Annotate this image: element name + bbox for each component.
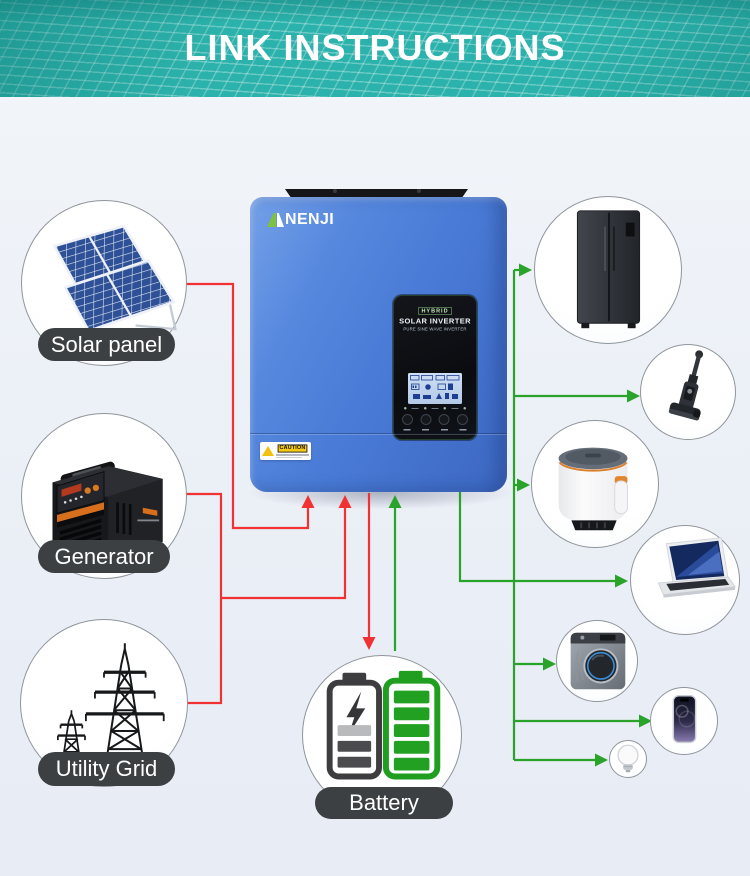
case-seam bbox=[250, 433, 507, 435]
warning-triangle-icon bbox=[262, 446, 274, 456]
solar-panel-label-text: Solar panel bbox=[50, 331, 163, 357]
battery-label-text: Battery bbox=[349, 790, 419, 815]
caution-label: CAUTION bbox=[277, 444, 308, 453]
caution-sticker: CAUTION bbox=[260, 442, 311, 460]
page-title: LINK INSTRUCTIONS bbox=[184, 27, 566, 68]
solar-panel-icon bbox=[52, 224, 177, 343]
vacuum-cleaner-icon bbox=[668, 350, 704, 421]
node-vacuum-cleaner bbox=[640, 344, 736, 440]
lcd-screen bbox=[408, 373, 462, 404]
washing-machine-icon bbox=[570, 632, 626, 690]
button-labels bbox=[402, 429, 468, 431]
label-generator: Generator bbox=[38, 540, 170, 573]
bracket-screw-icon bbox=[417, 189, 421, 193]
label-battery: Battery bbox=[315, 787, 453, 819]
mount-bracket bbox=[285, 189, 468, 197]
panel-buttons bbox=[402, 414, 468, 425]
smartphone-icon bbox=[672, 695, 697, 744]
hybrid-badge: HYBRID bbox=[418, 307, 452, 315]
inverter-unit: NENJI HYBRID SOLAR INVERTER PURE SINE WA… bbox=[250, 187, 507, 492]
refrigerator-icon bbox=[576, 210, 641, 329]
utility-grid-label-text: Utility Grid bbox=[55, 756, 158, 781]
header-banner: LINK INSTRUCTIONS bbox=[0, 0, 750, 97]
utility-grid-icon bbox=[56, 643, 165, 765]
generator-label-text: Generator bbox=[54, 543, 154, 569]
brand-text: NENJI bbox=[285, 211, 335, 228]
lcd-graphics-icon bbox=[410, 375, 460, 399]
anenji-logo: NENJI bbox=[267, 211, 334, 229]
node-washing-machine bbox=[556, 620, 638, 702]
display-panel: HYBRID SOLAR INVERTER PURE SINE WAVE INV… bbox=[393, 295, 477, 440]
node-air-fryer bbox=[531, 420, 659, 548]
panel-title: SOLAR INVERTER bbox=[399, 317, 471, 326]
node-laptop bbox=[630, 525, 740, 635]
node-smartphone bbox=[650, 687, 718, 755]
node-light-bulb bbox=[609, 740, 647, 778]
label-utility-grid: Utility Grid bbox=[38, 752, 175, 786]
led-indicators bbox=[404, 407, 466, 410]
node-refrigerator bbox=[534, 196, 682, 344]
laptop-icon bbox=[657, 537, 736, 598]
air-fryer-icon bbox=[558, 447, 628, 531]
panel-subtitle: PURE SINE WAVE INVERTER bbox=[403, 326, 467, 332]
battery-icon bbox=[326, 670, 441, 780]
bracket-screw-icon bbox=[333, 189, 337, 193]
inverter-body: NENJI HYBRID SOLAR INVERTER PURE SINE WA… bbox=[250, 197, 507, 492]
label-solar-panel: Solar panel bbox=[38, 328, 175, 361]
logo-mark-icon bbox=[267, 213, 284, 227]
light-bulb-icon bbox=[617, 744, 639, 773]
